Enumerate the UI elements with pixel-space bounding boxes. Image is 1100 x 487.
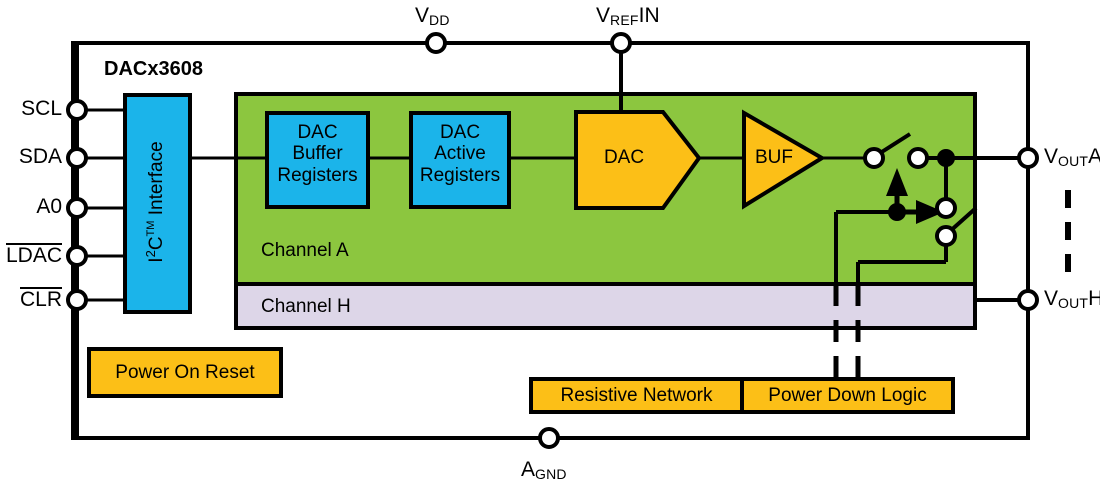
pin-label-vrefin: VREFIN [596,4,660,28]
pin-label-sda: SDA [0,145,62,169]
dac-label: DAC [603,147,645,168]
pin-label-ldac: LDAC [0,243,62,268]
control-arrow-up [886,168,908,196]
pin-label-clr: CLR [0,287,62,312]
power-down-logic-label: Power Down Logic [768,385,927,406]
dac-active-line1: DAC [439,122,481,143]
resistive-network-label: Resistive Network [560,385,713,406]
pin-label-a0-text: A0 [36,195,62,218]
dac-buffer-registers-label: DAC Buffer Registers [267,122,368,186]
i2c-label-base: I [146,257,167,263]
pin-label-a0: A0 [0,195,62,219]
i2c-interface-block [123,93,192,314]
dac-buffer-line3: Registers [277,164,358,186]
pin-label-scl-text: SCL [21,97,62,120]
dac-active-registers-block [409,111,511,209]
device-title: DACx3608 [104,58,203,80]
i2c-label-tm: TM [145,220,157,237]
power-on-reset-block [87,347,283,398]
shunt-terminal-top [935,197,957,219]
pin-label-vouta-sub: OUT [1058,153,1089,169]
switch-terminal-b [907,147,929,169]
pin-label-vrefin-tail: IN [638,4,660,27]
control-arrow-right [916,200,944,224]
i2c-interface-label: I2CTM Interface [143,92,168,312]
pin-label-vouth-tail: H [1088,287,1100,310]
pin-circle-agnd[interactable] [538,427,560,449]
i2c-label-tail: Interface [146,141,167,221]
shunt-terminal-bottom [935,225,957,247]
pin-label-agnd: AGND [521,458,567,482]
pin-label-scl: SCL [0,97,62,121]
pin-label-vouth-base: V [1044,287,1059,310]
pin-label-vouth-sub: OUT [1058,295,1089,311]
pin-label-clr-text: CLR [19,287,62,311]
dac-active-registers-label: DAC Active Registers [409,122,511,186]
pin-circle-a0[interactable] [66,197,88,219]
output-junction-dot [937,149,955,167]
channel-a-label: Channel A [261,240,349,261]
pin-label-vouta-tail: A [1088,145,1100,168]
channel-h-label: Channel H [261,296,351,317]
dac-buffer-line2: Buffer [292,143,343,165]
dac-buffer-registers-block [265,111,370,209]
pin-label-vouta: VOUTA [1044,145,1100,169]
pin-label-vdd-base: V [415,4,430,27]
pin-label-ldac-text: LDAC [5,243,62,267]
pin-label-vdd: VDD [415,4,450,28]
buf-label: BUF [755,147,793,168]
pin-label-sda-text: SDA [18,145,62,168]
pin-circle-clr[interactable] [66,289,88,311]
pin-label-agnd-sub: GND [535,466,567,482]
pin-label-vdd-sub: DD [429,12,450,28]
control-junction-dot [888,203,906,221]
pin-label-vouth: VOUTH [1044,287,1100,311]
pin-circle-sda[interactable] [66,147,88,169]
dac-buffer-line1: DAC [297,122,338,143]
pin-circle-vouth[interactable] [1017,289,1039,311]
pin-label-vouta-base: V [1044,145,1059,168]
pin-label-vrefin-sub: REF [610,12,639,28]
pin-label-agnd-base: A [521,458,536,481]
pin-circle-scl[interactable] [66,99,88,121]
dac-block [574,110,702,210]
dac-active-line2: Active [434,143,486,165]
power-on-reset-label: Power On Reset [115,362,255,383]
i2c-label-mid: C [146,236,167,251]
i2c-label-sup: 2 [143,250,158,258]
switch-terminal-a [863,147,885,169]
power-down-logic-block [740,377,955,414]
pin-circle-ldac[interactable] [66,245,88,267]
pin-circle-vrefin[interactable] [610,32,632,54]
pin-circle-vouta[interactable] [1017,147,1039,169]
pin-circle-vdd[interactable] [425,32,447,54]
channel-h-region [234,282,977,330]
resistive-network-block [529,377,744,414]
pin-label-vrefin-base: V [596,4,611,27]
dac-active-line3: Registers [419,164,501,186]
buf-block [742,109,826,210]
